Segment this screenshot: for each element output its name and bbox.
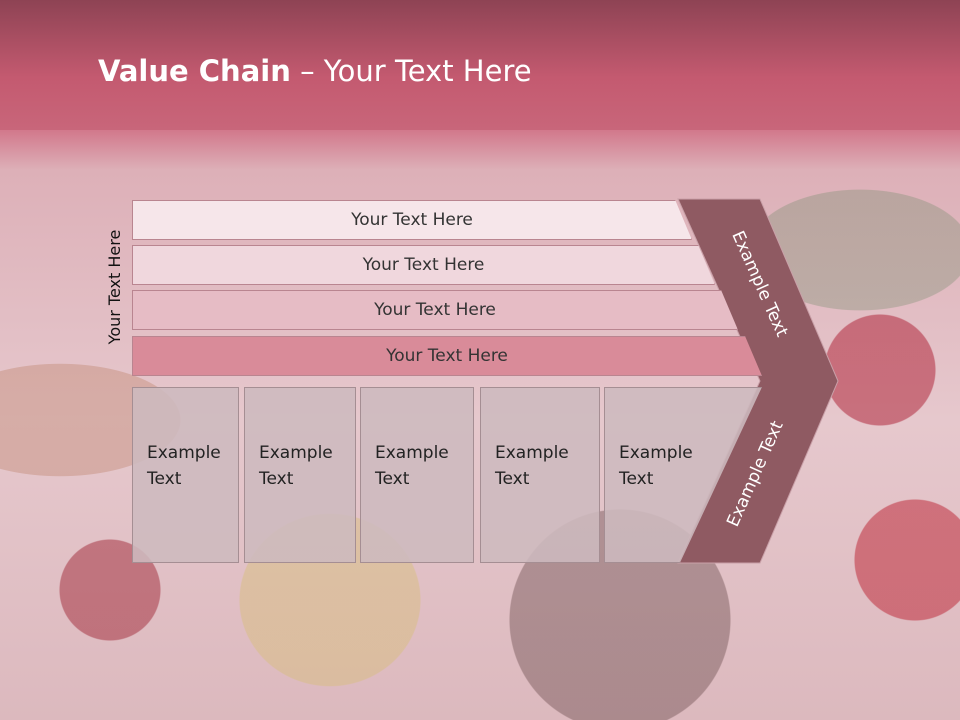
box-3-line1: Example	[375, 443, 449, 463]
chevron-shape	[677, 198, 839, 564]
title-bar	[0, 0, 960, 130]
slide-title: Value Chain – Your Text Here	[98, 54, 532, 88]
box-5-line2: Text	[619, 469, 654, 489]
box-2-line2: Text	[259, 469, 294, 489]
band-3: Your Text Here	[132, 290, 738, 330]
band-2: Your Text Here	[132, 245, 715, 285]
title-bold: Value Chain	[98, 54, 291, 88]
band-1-label: Your Text Here	[351, 210, 473, 230]
box-1-line2: Text	[147, 469, 182, 489]
box-2-line1: Example	[259, 443, 333, 463]
band-4: Your Text Here	[132, 336, 762, 376]
band-4-label: Your Text Here	[386, 346, 508, 366]
band-2-label: Your Text Here	[362, 255, 485, 275]
box-4-line1: Example	[495, 443, 569, 463]
title-rest: – Your Text Here	[290, 54, 532, 88]
band-3-label: Your Text Here	[374, 300, 496, 320]
box-4-line2: Text	[495, 469, 530, 489]
box-5-line1: Example	[619, 443, 693, 463]
box-1-line1: Example	[147, 443, 221, 463]
band-1: Your Text Here	[132, 200, 692, 240]
box-3-line2: Text	[375, 469, 410, 489]
